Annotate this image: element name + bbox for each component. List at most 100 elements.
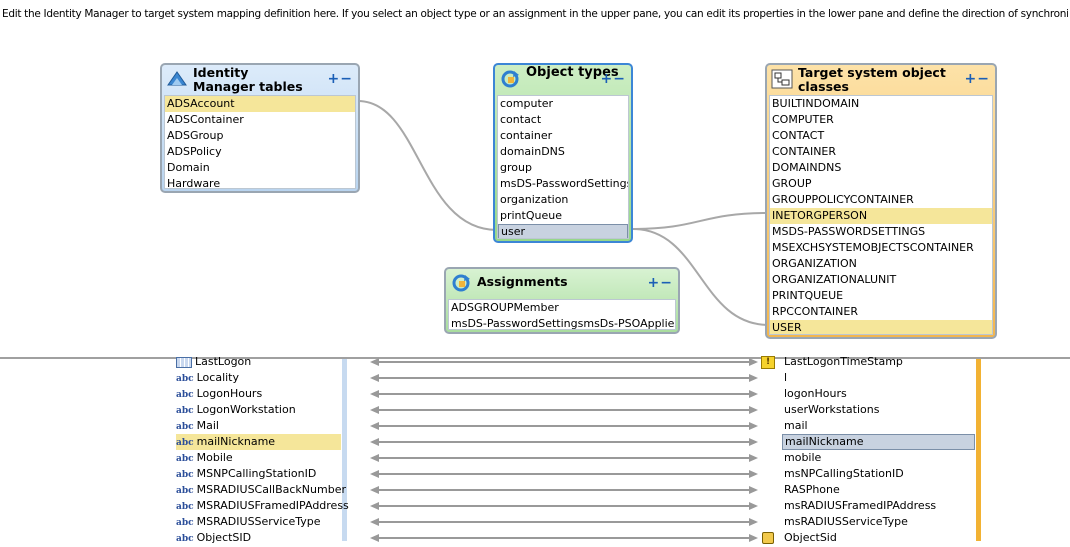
left-property[interactable]: LastLogon — [176, 354, 341, 370]
right-column-scrollbar[interactable] — [976, 359, 981, 541]
right-property[interactable]: userWorkstations — [784, 403, 880, 416]
list-item[interactable]: Hardware — [167, 177, 221, 189]
list-item[interactable]: msDS-PasswordSettings — [500, 177, 629, 190]
list-item[interactable]: DOMAINDNS — [772, 161, 842, 174]
list-item[interactable]: MSDS-PASSWORDSETTINGS — [772, 225, 926, 238]
right-property[interactable]: RASPhone — [784, 483, 840, 496]
string-type-icon: abc — [176, 454, 194, 464]
object-types-panel: Object types +− computer contact contain… — [493, 63, 633, 243]
link-user-user — [632, 228, 770, 326]
list-item[interactable]: ADSAccount — [165, 96, 355, 112]
list-item[interactable]: user — [498, 224, 628, 238]
list-item[interactable]: BUILTINDOMAIN — [772, 97, 860, 110]
remove-icon[interactable]: − — [660, 275, 673, 291]
string-type-icon: abc — [176, 534, 194, 544]
right-property[interactable]: mailNickname — [782, 434, 975, 450]
right-property[interactable]: logonHours — [784, 387, 847, 400]
left-column-scrollbar[interactable] — [342, 359, 347, 541]
bidirectional-arrow[interactable] — [370, 482, 758, 498]
list-item[interactable]: RPCCONTAINER — [772, 305, 858, 318]
string-type-icon: abc — [176, 406, 194, 416]
bidirectional-arrow[interactable] — [370, 498, 758, 514]
lock-icon — [762, 532, 774, 544]
right-property[interactable]: mobile — [784, 451, 822, 464]
add-icon[interactable]: + — [327, 71, 341, 87]
right-property[interactable]: msRADIUSServiceType — [784, 515, 908, 528]
list-item[interactable]: GROUP — [772, 177, 812, 190]
list-item[interactable]: domainDNS — [500, 145, 565, 158]
right-property[interactable]: LastLogonTimeStamp — [784, 355, 903, 368]
list-item[interactable]: printQueue — [500, 209, 562, 222]
list-item[interactable]: Domain — [167, 161, 210, 174]
bidirectional-arrow[interactable] — [370, 370, 758, 386]
add-icon[interactable]: + — [600, 71, 614, 87]
bidirectional-arrow[interactable] — [370, 386, 758, 402]
bidirectional-arrow[interactable] — [370, 450, 758, 466]
list-item[interactable]: msDS-PasswordSettingsmsDs-PSOAppliesTo — [451, 317, 676, 330]
list-item[interactable]: USER — [770, 320, 992, 334]
list-item[interactable]: ADSContainer — [167, 113, 244, 126]
list-item[interactable]: CONTAINER — [772, 145, 837, 158]
remove-icon[interactable]: − — [977, 71, 990, 87]
pane-splitter[interactable] — [0, 357, 1070, 359]
target-system-classes-panel: Target system object classes +− BUILTIND… — [765, 63, 997, 339]
list-item[interactable]: ORGANIZATIONALUNIT — [772, 273, 897, 286]
mapping-links — [357, 100, 770, 326]
bidirectional-arrow[interactable] — [370, 418, 758, 434]
list-item[interactable]: container — [500, 129, 553, 142]
sync-icon — [501, 70, 519, 88]
assignments-panel: Assignments +− ADSGROUPMember msDS-Passw… — [444, 267, 680, 334]
bidirectional-arrow[interactable] — [370, 434, 758, 450]
remove-icon[interactable]: − — [340, 71, 353, 87]
list-item[interactable]: ADSPolicy — [167, 145, 222, 158]
bidirectional-arrow[interactable] — [370, 530, 758, 546]
remove-icon[interactable]: − — [613, 71, 626, 87]
bidirectional-arrow[interactable] — [370, 466, 758, 482]
list-item[interactable]: contact — [500, 113, 542, 126]
bidirectional-arrow[interactable] — [370, 402, 758, 418]
string-type-icon: abc — [176, 422, 194, 432]
identity-manager-tables-panel: Identity Manager tables +− ADSAccount AD… — [160, 63, 360, 193]
list-item[interactable]: GROUPPOLICYCONTAINER — [772, 193, 914, 206]
right-property[interactable]: ObjectSid — [784, 531, 837, 544]
add-icon[interactable]: + — [964, 71, 978, 87]
list-item[interactable]: organization — [500, 193, 569, 206]
target-classes-title: Target system object classes — [798, 65, 946, 94]
list-item[interactable]: INETORGPERSON — [770, 208, 992, 224]
list-item[interactable]: computer — [500, 97, 554, 110]
right-property[interactable]: l — [784, 371, 788, 384]
list-item[interactable]: CONTACT — [772, 129, 825, 142]
identity-tables-title: Identity Manager tables — [193, 65, 303, 94]
list-item[interactable]: ADSGROUPMember — [451, 301, 559, 314]
add-icon[interactable]: + — [647, 275, 661, 291]
database-tables-icon — [167, 71, 187, 86]
link-user-inetorgperson — [632, 212, 770, 230]
string-type-icon: abc — [176, 502, 194, 512]
list-item[interactable]: COMPUTER — [772, 113, 834, 126]
bidirectional-arrow[interactable] — [370, 354, 758, 370]
right-property[interactable]: msRADIUSFramedIPAddress — [784, 499, 937, 512]
list-item[interactable]: ADSGroup — [167, 129, 224, 142]
identity-tables-list: ADSAccount ADSContainer ADSGroup ADSPoli… — [164, 95, 356, 189]
list-item[interactable]: ORGANIZATION — [772, 257, 857, 270]
object-types-title: Object types — [526, 65, 619, 80]
right-property[interactable]: msNPCallingStationID — [784, 467, 904, 480]
sync-icon — [452, 274, 470, 292]
bidirectional-arrow[interactable] — [370, 514, 758, 530]
date-type-icon — [176, 356, 192, 368]
right-property[interactable]: mail — [784, 419, 808, 432]
list-item[interactable]: group — [500, 161, 532, 174]
list-item[interactable]: PRINTQUEUE — [772, 289, 844, 302]
list-item[interactable]: MSEXCHSYSTEMOBJECTSCONTAINER — [772, 241, 974, 254]
